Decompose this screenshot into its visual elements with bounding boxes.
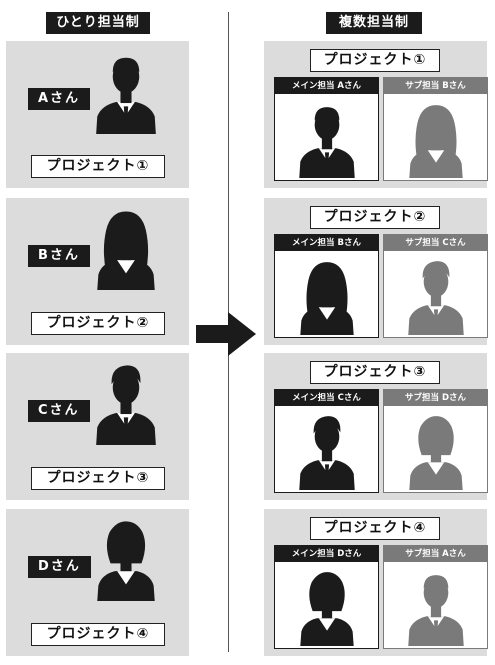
project-label: プロジェクト① [310,49,440,72]
header-multi: 複数担当制 [326,12,422,34]
project-label: プロジェクト④ [31,623,165,646]
multi-panel-1: プロジェクト① メイン担当 Aさん サブ担当 Bさん [264,41,488,188]
person-icon [402,412,470,490]
project-label: プロジェクト③ [31,467,165,490]
person-name: Dさん [28,556,91,578]
sub-assignee-slot: サブ担当 Dさん [383,389,488,493]
sub-assignee-slot: サブ担当 Bさん [383,77,488,181]
main-assignee-label: メイン担当 Aさん [275,78,378,94]
header-solo: ひとり担当制 [46,12,150,34]
person-icon [402,568,470,646]
sub-assignee-label: サブ担当 Aさん [384,546,487,562]
multi-panel-2: プロジェクト② メイン担当 Bさん サブ担当 Cさん [264,198,488,345]
solo-panel-a: Aさん プロジェクト① [6,41,189,188]
solo-panel-d: Dさん プロジェクト④ [6,509,189,656]
multi-panel-3: プロジェクト③ メイン担当 Cさん サブ担当 Dさん [264,353,488,500]
person-icon [402,257,470,335]
multi-panel-4: プロジェクト④ メイン担当 Dさん サブ担当 Aさん [264,509,488,656]
sub-assignee-slot: サブ担当 Aさん [383,545,488,649]
sub-assignee-label: サブ担当 Cさん [384,235,487,251]
solo-panel-b: Bさん プロジェクト② [6,198,189,345]
main-assignee-label: メイン担当 Bさん [275,235,378,251]
person-icon [92,50,160,134]
person-icon [293,100,361,178]
person-icon [293,568,361,646]
main-assignee-slot: メイン担当 Aさん [274,77,379,181]
main-assignee-label: メイン担当 Cさん [275,390,378,406]
person-icon [402,100,470,178]
person-icon [293,257,361,335]
main-assignee-slot: メイン担当 Cさん [274,389,379,493]
main-assignee-label: メイン担当 Dさん [275,546,378,562]
project-label: プロジェクト① [31,155,165,178]
project-label: プロジェクト② [31,312,165,335]
person-name: Bさん [28,245,90,267]
project-label: プロジェクト② [310,206,440,229]
project-label: プロジェクト④ [310,517,440,540]
person-icon [92,206,160,290]
sub-assignee-slot: サブ担当 Cさん [383,234,488,338]
person-icon [293,412,361,490]
main-assignee-slot: メイン担当 Bさん [274,234,379,338]
main-assignee-slot: メイン担当 Dさん [274,545,379,649]
sub-assignee-label: サブ担当 Dさん [384,390,487,406]
person-name: Aさん [28,88,91,110]
sub-assignee-label: サブ担当 Bさん [384,78,487,94]
person-icon [92,361,160,445]
solo-panel-c: Cさん プロジェクト③ [6,353,189,500]
person-name: Cさん [28,400,90,422]
person-icon [92,517,160,601]
arrow-right-icon [196,312,256,356]
project-label: プロジェクト③ [310,361,440,384]
